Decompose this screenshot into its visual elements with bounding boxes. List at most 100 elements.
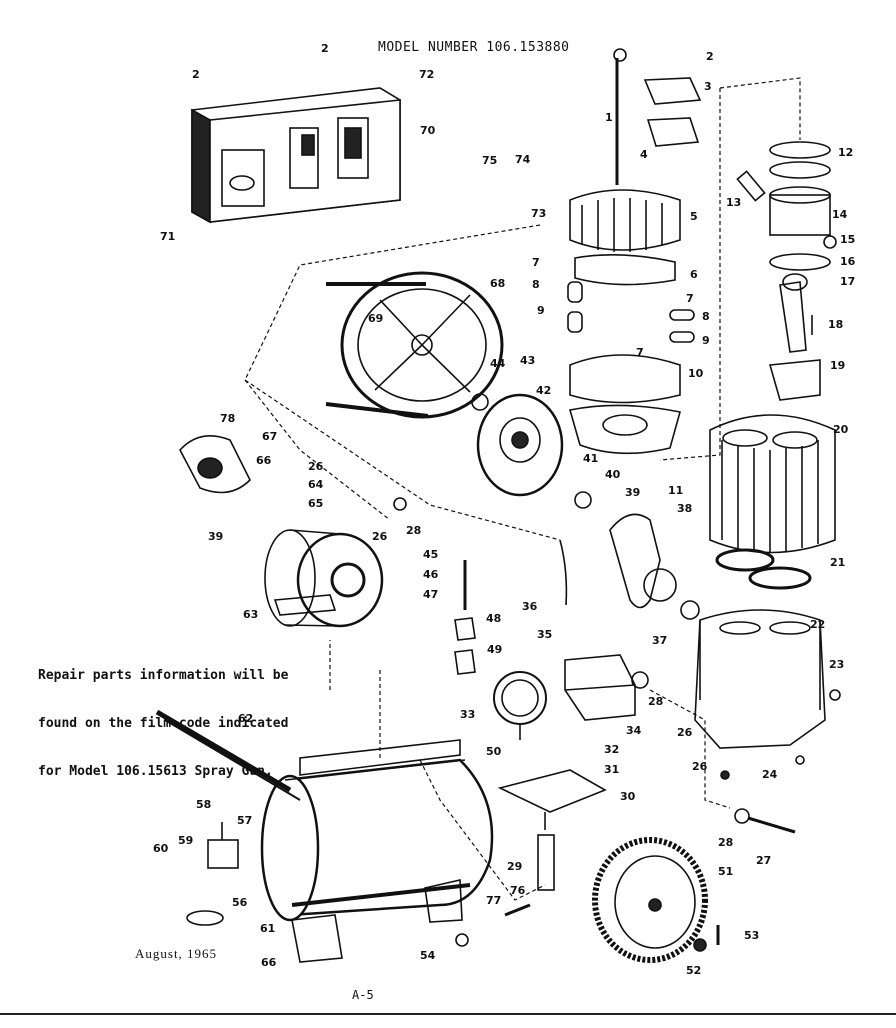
callout-72: 72 [419, 68, 434, 81]
cylinder [709, 414, 836, 590]
callout-31: 31 [604, 763, 619, 776]
callout-7: 7 [636, 346, 644, 359]
callout-17: 17 [840, 275, 855, 288]
callout-6: 6 [690, 268, 698, 281]
callout-65: 65 [308, 497, 323, 510]
callout-4: 4 [640, 148, 648, 161]
callout-32: 32 [604, 743, 619, 756]
callout-12: 12 [838, 146, 853, 159]
callout-28: 28 [718, 836, 733, 849]
date-label: August, 1965 [135, 946, 218, 961]
callout-2: 2 [321, 42, 329, 55]
callout-37: 37 [652, 634, 667, 647]
callout-64: 64 [308, 478, 324, 491]
callout-26: 26 [308, 460, 324, 473]
callout-78: 78 [220, 412, 235, 425]
callout-7: 7 [532, 256, 540, 269]
callout-41: 41 [583, 452, 598, 465]
fasteners [393, 497, 841, 947]
callout-3: 3 [704, 80, 712, 93]
callout-33: 33 [460, 708, 475, 721]
callout-57: 57 [237, 814, 252, 827]
callout-59: 59 [178, 834, 193, 847]
callout-34: 34 [626, 724, 642, 737]
callout-36: 36 [522, 600, 538, 613]
motor [264, 529, 384, 628]
callout-58: 58 [196, 798, 211, 811]
callout-62: 62 [238, 712, 253, 725]
crankshaft [574, 491, 677, 609]
callout-52: 52 [686, 964, 701, 977]
belt [179, 434, 251, 494]
wheel [592, 837, 720, 963]
callout-2: 2 [192, 68, 200, 81]
callout-11: 11 [668, 484, 683, 497]
callout-75: 75 [482, 154, 497, 167]
callout-67: 67 [262, 430, 277, 443]
piston-assembly [736, 141, 837, 401]
repair-note-line: for Model 106.15613 Spray Gun. [38, 764, 273, 779]
callout-28: 28 [406, 524, 421, 537]
callout-56: 56 [232, 896, 248, 909]
callout-45: 45 [423, 548, 438, 561]
callout-5: 5 [690, 210, 698, 223]
callout-46: 46 [423, 568, 439, 581]
callout-15: 15 [840, 233, 855, 246]
check-valve [497, 769, 607, 891]
repair-note: Repair parts information will be found o… [38, 636, 288, 796]
callout-26: 26 [677, 726, 693, 739]
callout-47: 47 [423, 588, 438, 601]
tank [155, 709, 494, 963]
callout-8: 8 [702, 310, 710, 323]
callout-53: 53 [744, 929, 759, 942]
callout-labels: 1 2 2 2 3 4 5 6 7 7 7 8 8 9 9 10 11 12 1… [153, 42, 856, 977]
regulator [186, 822, 239, 926]
callout-76: 76 [510, 884, 526, 897]
callout-43: 43 [520, 354, 535, 367]
callout-38: 38 [677, 502, 692, 515]
repair-note-line: found on the film code indicated [38, 716, 289, 731]
callout-50: 50 [486, 745, 502, 758]
callout-60: 60 [153, 842, 169, 855]
callout-73: 73 [531, 207, 546, 220]
callout-51: 51 [718, 865, 733, 878]
callout-7: 7 [686, 292, 694, 305]
pressure-switch [493, 654, 636, 740]
callout-20: 20 [833, 423, 849, 436]
callout-49: 49 [487, 643, 502, 656]
callout-8: 8 [532, 278, 540, 291]
callout-48: 48 [486, 612, 501, 625]
callout-19: 19 [830, 359, 845, 372]
crankcase [694, 609, 826, 749]
model-number: MODEL NUMBER 106.153880 [378, 40, 570, 55]
callout-69: 69 [368, 312, 383, 325]
bottom-rule [0, 1013, 896, 1015]
callout-39: 39 [625, 486, 640, 499]
callout-35: 35 [537, 628, 552, 641]
callout-30: 30 [620, 790, 636, 803]
callout-61: 61 [260, 922, 275, 935]
callout-40: 40 [605, 468, 621, 481]
callout-28: 28 [648, 695, 663, 708]
callout-42: 42 [536, 384, 551, 397]
cylinder-head [567, 48, 702, 455]
callout-27: 27 [756, 854, 771, 867]
callout-14: 14 [832, 208, 848, 221]
callout-9: 9 [537, 304, 545, 317]
callout-77: 77 [486, 894, 501, 907]
callout-44: 44 [490, 357, 506, 370]
callout-29: 29 [507, 860, 522, 873]
callout-21: 21 [830, 556, 845, 569]
callout-70: 70 [420, 124, 436, 137]
callout-54: 54 [420, 949, 436, 962]
callout-24: 24 [762, 768, 778, 781]
assembly-lines [244, 77, 801, 901]
flywheel [325, 271, 504, 419]
callout-2: 2 [706, 50, 714, 63]
callout-71: 71 [160, 230, 175, 243]
callout-39: 39 [208, 530, 223, 543]
page-label: A-5 [352, 988, 374, 1002]
callout-26: 26 [692, 760, 708, 773]
